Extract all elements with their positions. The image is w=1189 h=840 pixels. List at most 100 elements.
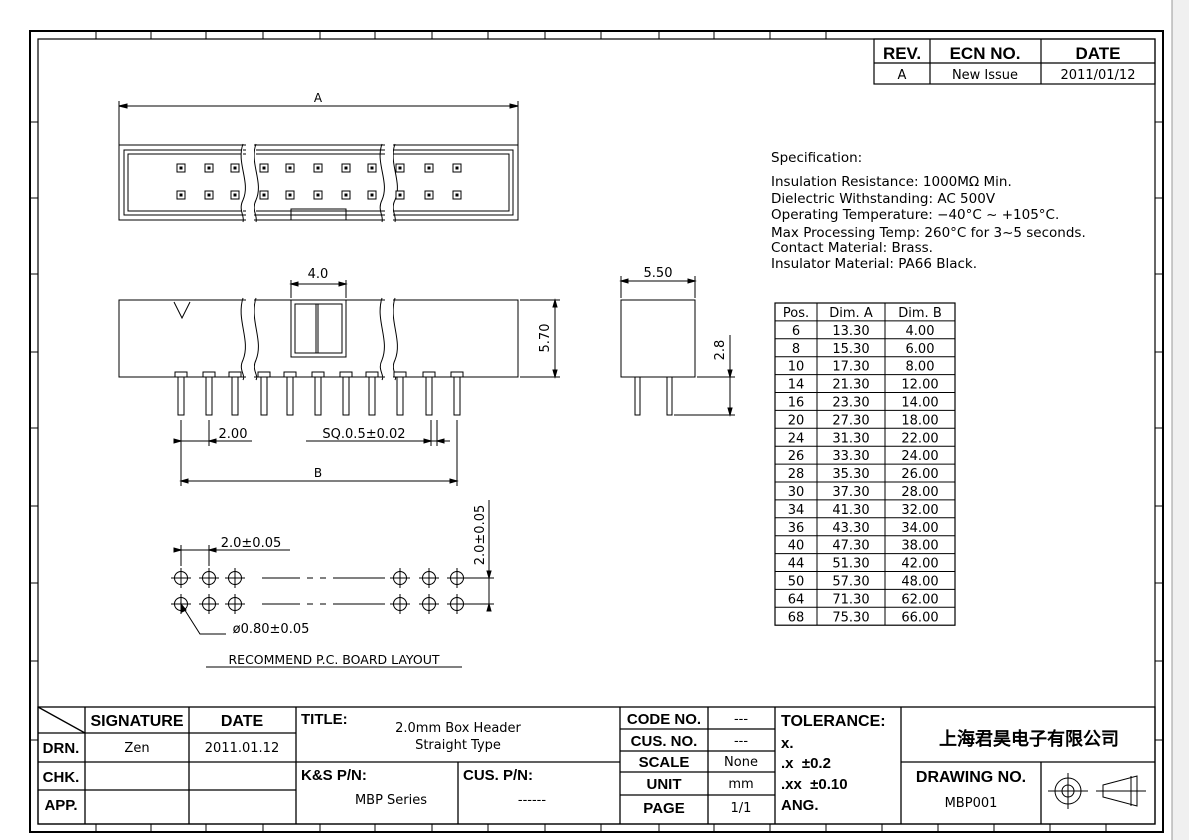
header-pin — [228, 371, 242, 416]
spec-line: Contact Material: Brass. — [771, 240, 933, 256]
board-pitch-x-label: 2.0±0.05 — [221, 536, 282, 551]
table-cell: 6 — [792, 324, 800, 339]
contact-square — [367, 163, 377, 173]
table-cell: 31.30 — [832, 431, 869, 446]
pcb-layout: 2.0±0.05 2.0±0.05 ø0.80±0.05 RECOMMEND P… — [171, 500, 494, 668]
pin-square-label: SQ.0.5±0.02 — [322, 427, 405, 442]
title-label: TITLE: — [301, 711, 348, 728]
table-cell: 48.00 — [901, 575, 938, 590]
table-cell: 24 — [788, 431, 805, 446]
front-view: 4.0 5.70 2.00 SQ.0.5±0. — [118, 267, 560, 486]
rev-header: REV. — [883, 44, 921, 63]
drawing-no-label: DRAWING NO. — [916, 769, 1026, 786]
pcb-hole — [419, 568, 439, 588]
cus-pn-label: CUS. P/N: — [463, 767, 533, 784]
table-cell: 33.30 — [832, 449, 869, 464]
table-cell: 4.00 — [906, 324, 935, 339]
title-line-1: 2.0mm Box Header — [395, 721, 521, 736]
header-pin — [393, 371, 407, 416]
header-pin — [450, 371, 464, 416]
board-layout-caption: RECOMMEND P.C. BOARD LAYOUT — [228, 652, 439, 667]
cus-no-label: CUS. NO. — [631, 733, 698, 750]
table-cell: 41.30 — [832, 503, 869, 518]
tolerance-angle: ANG. — [781, 797, 819, 814]
unit-label: UNIT — [647, 776, 682, 793]
table-cell: 38.00 — [901, 539, 938, 554]
pcb-hole — [390, 594, 410, 614]
contact-square — [341, 163, 351, 173]
table-cell: 50 — [788, 575, 805, 590]
border-ticks — [30, 31, 1163, 832]
contact-square — [395, 163, 405, 173]
table-cell: 28.00 — [901, 485, 938, 500]
contact-square — [424, 163, 434, 173]
table-cell: 57.30 — [832, 575, 869, 590]
contact-square — [452, 190, 462, 200]
ecn-header: ECN NO. — [950, 44, 1021, 63]
side-width-label: 5.50 — [644, 266, 673, 281]
title-line-2: Straight Type — [415, 738, 501, 753]
table-header: Dim. A — [829, 306, 873, 321]
contact-square — [230, 163, 240, 173]
board-pitch-y-label: 2.0±0.05 — [473, 505, 488, 566]
chk-label: CHK. — [43, 769, 80, 786]
top-view-pins — [176, 163, 462, 200]
contact-square — [452, 163, 462, 173]
specification: Specification: Insulation Resistance: 10… — [771, 150, 1086, 272]
spec-line: Operating Temperature: −40°C ~ +105°C. — [771, 207, 1059, 223]
table-cell: 47.30 — [832, 539, 869, 554]
table-cell: 22.00 — [901, 431, 938, 446]
table-cell: 30 — [788, 485, 805, 500]
drn-label: DRN. — [43, 740, 80, 757]
pcb-hole — [171, 568, 191, 588]
date-header: DATE — [1075, 44, 1120, 63]
table-cell: 20 — [788, 413, 805, 428]
table-cell: 26.00 — [901, 467, 938, 482]
contact-square — [259, 190, 269, 200]
body-height-label: 5.70 — [538, 324, 553, 353]
pcb-hole — [225, 568, 245, 588]
tolerance-x1: .x ±0.2 — [781, 755, 831, 772]
header-pin — [365, 371, 379, 416]
table-cell: 44 — [788, 557, 805, 572]
scale-label: SCALE — [639, 754, 690, 771]
contact-square — [395, 190, 405, 200]
tolerance-x2: .xx ±0.10 — [781, 776, 848, 793]
contact-square — [204, 163, 214, 173]
table-cell: 34 — [788, 503, 805, 518]
table-cell: 26 — [788, 449, 805, 464]
signature-header: SIGNATURE — [90, 713, 183, 730]
table-cell: 12.00 — [901, 378, 938, 393]
spec-line: Insulator Material: PA66 Black. — [771, 256, 977, 272]
contact-square — [313, 163, 323, 173]
revision-block: REV. ECN NO. DATE A New Issue 2011/01/12 — [873, 38, 1156, 85]
spec-heading: Specification: — [771, 150, 862, 166]
ecn-value: New Issue — [952, 68, 1018, 83]
table-cell: 62.00 — [901, 592, 938, 607]
table-cell: 8.00 — [906, 360, 935, 375]
table-cell: 14.00 — [901, 396, 938, 411]
contact-square — [313, 190, 323, 200]
table-cell: 8 — [792, 342, 800, 357]
ks-pn-value: MBP Series — [355, 793, 427, 808]
front-view-break — [240, 297, 398, 381]
page-value: 1/1 — [731, 801, 752, 816]
table-cell: 42.00 — [901, 557, 938, 572]
title-block: SIGNATURE DATE DRN. CHK. APP. Zen 2011.0… — [37, 706, 1156, 825]
table-cell: 24.00 — [901, 449, 938, 464]
table-cell: 6.00 — [906, 342, 935, 357]
spec-line: Insulation Resistance: 1000MΩ Min. — [771, 174, 1012, 190]
table-header: Dim. B — [898, 306, 941, 321]
drn-date: 2011.01.12 — [205, 741, 279, 756]
pcb-hole — [199, 568, 219, 588]
table-cell: 18.00 — [901, 413, 938, 428]
front-view-pins — [174, 371, 464, 416]
tolerance-label: TOLERANCE: — [781, 713, 886, 730]
pin-length-label: 2.8 — [713, 340, 728, 361]
code-no-value: --- — [734, 712, 748, 727]
contact-square — [367, 190, 377, 200]
header-pin — [174, 371, 188, 416]
contact-square — [204, 190, 214, 200]
